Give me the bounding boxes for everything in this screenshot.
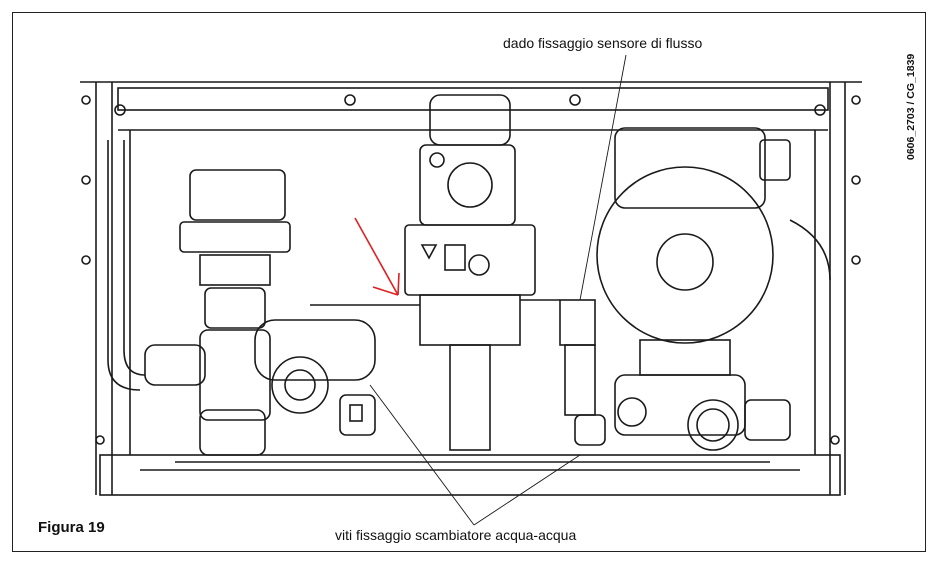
callout-heat-exchanger-screws: viti fissaggio scambiatore acqua-acqua [335, 527, 577, 543]
left-pipe [107, 140, 146, 391]
figure-label: Figura 19 [38, 519, 105, 536]
circulation-pump [596, 127, 831, 451]
document-code: 0606_2703 / CG_1839 [905, 53, 917, 160]
diverter-valve [144, 169, 376, 456]
chassis-frame [80, 81, 862, 496]
leader-lines [369, 54, 627, 526]
figure-frame [12, 12, 926, 552]
flow-sensor [559, 299, 606, 446]
connecting-pipe [310, 299, 560, 306]
gas-valve [404, 94, 536, 451]
red-pointer-arrow [354, 217, 400, 296]
callout-flow-sensor-nut: dado fissaggio sensore di flusso [503, 35, 703, 51]
